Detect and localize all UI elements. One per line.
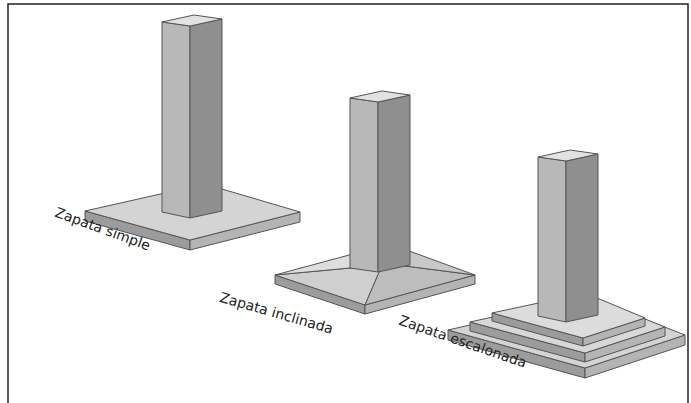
simple-footing [85,15,300,250]
sloped-footing [275,91,475,314]
frame [8,4,688,403]
